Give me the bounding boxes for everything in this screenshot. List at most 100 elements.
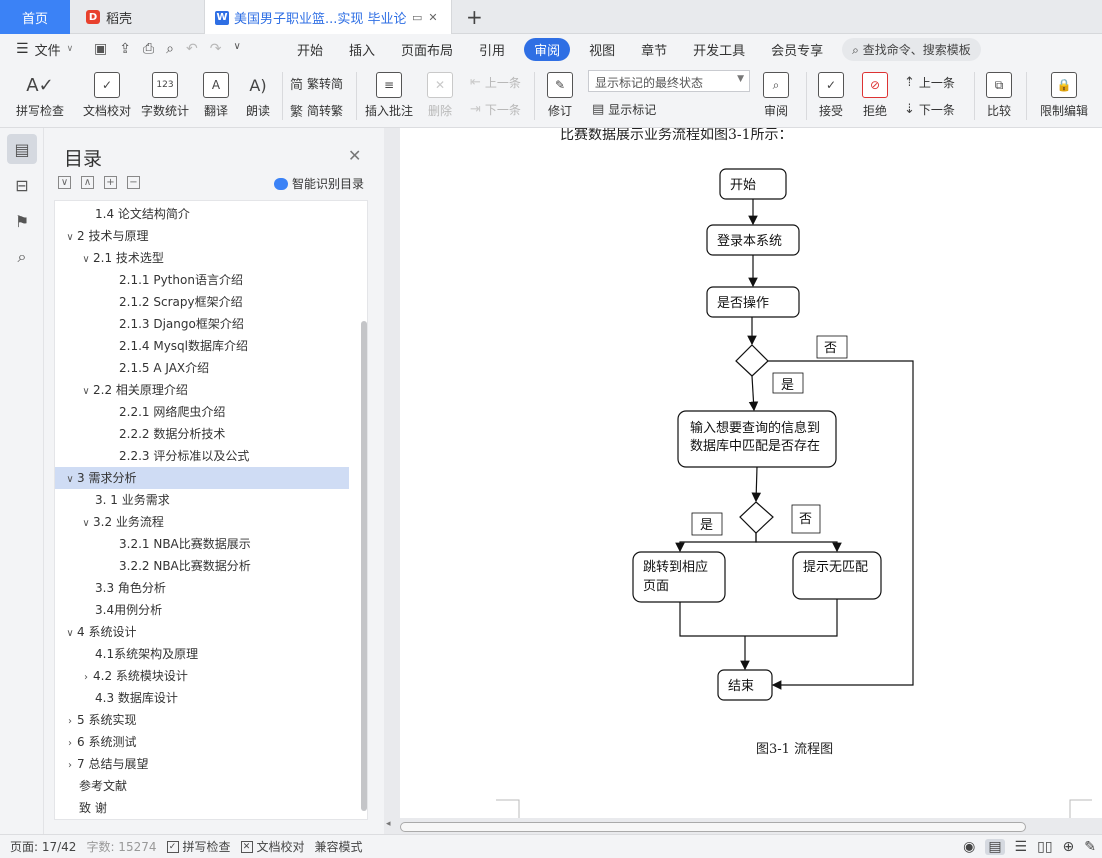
compare-button[interactable]: ⧉ 比较 [980,64,1018,119]
page-indicator[interactable]: 页面: 17/42 [10,840,77,854]
toc-item[interactable]: 2.1.1 Python语言介绍 [55,269,349,291]
status-doc-check[interactable]: ✕ 文档校对 [240,838,305,855]
menu-insert[interactable]: 插入 [349,43,376,59]
tab-home[interactable]: 首页 [0,0,70,34]
prev-change-button[interactable]: ⇡ 上一条 [904,74,955,91]
menu-reference[interactable]: 引用 [479,43,506,59]
redo-icon[interactable]: ↷ [209,41,222,57]
new-tab-button[interactable]: + [466,5,483,29]
toc-item[interactable]: 2.2.1 网络爬虫介绍 [55,401,349,423]
toc-item[interactable]: 2.2.3 评分标准以及公式 [55,445,349,467]
read-aloud-button[interactable]: A) 朗读 [240,64,276,119]
reject-button[interactable]: ⊘ 拒绝 [856,64,894,119]
menu-start[interactable]: 开始 [297,43,324,59]
word-count-button[interactable]: 123 字数统计 [138,64,192,119]
prev-comment-button[interactable]: ⇤ 上一条 [470,74,521,91]
toc-item[interactable]: ∨3.2 业务流程 [55,511,349,533]
read-view-icon[interactable]: ▯▯ [1037,839,1053,855]
chevron-down-icon[interactable]: ∨ [66,628,74,639]
menu-chapter[interactable]: 章节 [641,43,668,59]
toc-item[interactable]: 2.1.3 Django框架介绍 [55,313,349,335]
tab-daoke[interactable]: D 稻壳 [72,0,202,34]
show-markup-button[interactable]: ▤ 显示标记 [592,101,656,118]
status-spell-check[interactable]: ✓ 拼写检查 [166,838,231,855]
next-comment-button[interactable]: ⇥ 下一条 [470,101,521,118]
toc-item[interactable]: 4.1系统架构及原理 [55,643,349,665]
review-pane-button[interactable]: ⌕ 审阅 [756,64,796,119]
next-change-button[interactable]: ⇣ 下一条 [904,101,955,118]
trad-to-simp-button[interactable]: 简 繁转简 [290,74,343,93]
toc-item[interactable]: ›6 系统测试 [55,731,349,753]
toc-item[interactable]: 2.2.2 数据分析技术 [55,423,349,445]
toc-item[interactable]: 参考文献 [55,775,349,797]
file-menu[interactable]: ☰ 文件 ∨ [0,40,90,59]
doc-check-button[interactable]: ✓ 文档校对 [78,64,136,119]
insert-comment-button[interactable]: ≡ 插入批注 [362,64,416,119]
spell-check-button[interactable]: A✓ 拼写检查 [10,64,70,119]
scroll-thumb[interactable] [400,822,1026,832]
page-view-icon[interactable]: ▤ [985,839,1005,855]
tab-document[interactable]: W 美国男子职业篮...实现 毕业论文 ▭ ✕ [204,0,452,35]
chevron-right-icon[interactable]: › [68,716,72,727]
smart-toc-button[interactable]: 智能识别目录 [274,175,364,192]
close-tab-icon[interactable]: ✕ [428,11,438,24]
toc-item[interactable]: 2.1.5 A JAX介绍 [55,357,349,379]
scroll-left-icon[interactable]: ◂ [386,819,391,829]
menu-layout[interactable]: 页面布局 [401,43,454,59]
toc-item[interactable]: ∨2 技术与原理 [55,225,349,247]
chevron-down-icon[interactable]: ∨ [82,386,90,397]
chevron-right-icon[interactable]: › [84,672,88,683]
chevron-right-icon[interactable]: › [68,760,72,771]
collapse-all-icon[interactable]: ∧ [81,176,94,189]
outline-view-icon[interactable]: ☰ [1014,839,1028,855]
chevron-down-icon[interactable]: ∨ [66,232,74,243]
chevron-down-icon[interactable]: ∨ [82,518,90,529]
accept-button[interactable]: ✓ 接受 [812,64,850,119]
search-icon[interactable]: ⌕ [17,247,27,266]
toc-item[interactable]: 2.1.4 Mysql数据库介绍 [55,335,349,357]
undo-icon[interactable]: ↶ [186,41,198,57]
revise-button[interactable]: ✎ 修订 [540,64,580,119]
eye-protect-icon[interactable]: ◉ [963,839,976,855]
toc-item[interactable]: ›7 总结与展望 [55,753,349,775]
menu-member[interactable]: 会员专享 [771,43,824,59]
remove-heading-icon[interactable]: − [127,176,140,189]
menu-view[interactable]: 视图 [589,43,616,59]
export-icon[interactable]: ⇪ [119,41,131,57]
chapter-nav-icon[interactable]: ⊟ [15,175,29,195]
toc-item[interactable]: ∨2.2 相关原理介绍 [55,379,349,401]
add-heading-icon[interactable]: + [104,176,117,189]
toc-item[interactable]: ∨3 需求分析 [55,467,349,489]
toc-item[interactable]: 4.3 数据库设计 [55,687,349,709]
toc-item[interactable]: 3.3 角色分析 [55,577,349,599]
markup-mode-select[interactable]: 显示标记的最终状态 ▼ [588,70,750,92]
menu-review[interactable]: 审阅 [524,37,571,61]
horizontal-scrollbar[interactable]: ◂ [384,818,1102,834]
chevron-right-icon[interactable]: › [68,738,72,749]
save-icon[interactable]: ▣ [94,41,108,57]
word-count-indicator[interactable]: 字数: 15274 [86,840,157,854]
simp-to-trad-button[interactable]: 繁 简转繁 [290,101,343,120]
toc-item[interactable]: 1.4 论文结构简介 [55,203,349,225]
toc-item[interactable]: 2.1.2 Scrapy框架介绍 [55,291,349,313]
chevron-down-icon[interactable]: ∨ [66,474,74,485]
toc-panel-icon[interactable]: ▤ [7,134,37,164]
expand-all-icon[interactable]: ∨ [58,176,71,189]
toc-item[interactable]: ∨4 系统设计 [55,621,349,643]
customize-icon[interactable]: ∨ [233,41,241,52]
bookmark-icon[interactable]: ⚑ [14,211,30,231]
translate-button[interactable]: A 翻译 [196,64,236,119]
toc-item[interactable]: 致 谢 [55,797,349,819]
toc-item[interactable]: ›4.2 系统模块设计 [55,665,349,687]
toc-item[interactable]: ∨2.1 技术选型 [55,247,349,269]
toc-item[interactable]: 3.2.1 NBA比赛数据展示 [55,533,349,555]
toc-item[interactable]: 3.4用例分析 [55,599,349,621]
web-view-icon[interactable]: ⊕ [1062,839,1075,855]
screen-icon[interactable]: ▭ [412,11,423,24]
write-mode-icon[interactable]: ✎ [1084,839,1096,855]
chevron-down-icon[interactable]: ∨ [82,254,90,265]
delete-comment-button[interactable]: ✕ 删除 [420,64,460,119]
preview-icon[interactable]: ⌕ [166,41,175,57]
close-icon[interactable]: ✕ [348,146,362,165]
document-page[interactable]: 比赛数据展示业务流程如图3-1所示： [400,128,1102,818]
